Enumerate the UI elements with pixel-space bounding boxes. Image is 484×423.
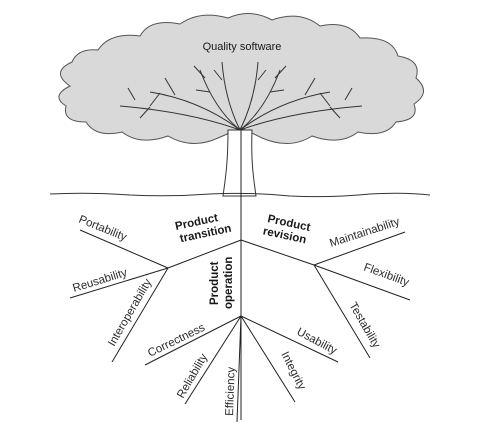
transition-roots: [69, 229, 242, 363]
diagram-title: Quality software: [203, 41, 282, 53]
canopy-branches: [119, 61, 363, 131]
revision-roots: [240, 231, 411, 359]
factor-usability: Usability: [295, 326, 339, 357]
ground-line: [49, 192, 431, 198]
group-transition-label: Product transition: [174, 210, 232, 246]
group-revision-label: Product revision: [262, 213, 315, 248]
factor-reusability: Reusability: [71, 267, 129, 295]
factor-efficiency: Efficiency: [224, 366, 238, 416]
factor-maintainability: Maintainability: [328, 216, 401, 250]
factor-testability: Testability: [346, 301, 382, 351]
factor-reliability: Reliability: [175, 352, 210, 401]
factor-interoperability: Interoperability: [106, 277, 154, 349]
factor-integrity: Integrity: [278, 350, 307, 392]
tree-canopy: [58, 13, 424, 144]
operation-roots: [144, 315, 339, 423]
tree-trunk: [222, 129, 257, 197]
group-operation-label: Product operation: [209, 257, 235, 309]
